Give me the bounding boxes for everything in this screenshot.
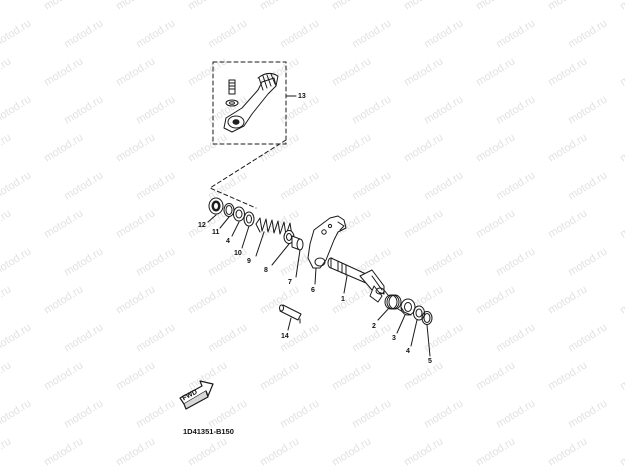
circlip-11 bbox=[223, 203, 235, 217]
callout-8: 8 bbox=[264, 267, 268, 274]
collar-10 bbox=[243, 211, 255, 227]
torsion-spring-2 bbox=[383, 289, 404, 313]
callout-7: 7 bbox=[288, 279, 292, 286]
oil-seal bbox=[208, 197, 224, 215]
assembly-dashed-leader bbox=[209, 139, 287, 209]
callout-9: 9 bbox=[247, 258, 251, 265]
drawing-code: 1D41351-B150 bbox=[183, 427, 234, 436]
callout-10: 10 bbox=[234, 250, 242, 257]
pin-14 bbox=[279, 304, 302, 321]
collar-3 bbox=[400, 298, 416, 316]
callout-1: 1 bbox=[341, 296, 345, 303]
callout-12: 12 bbox=[198, 222, 206, 229]
callout-5: 5 bbox=[428, 358, 432, 365]
washer-4a bbox=[233, 206, 245, 222]
shift-shaft-1 bbox=[327, 257, 385, 303]
callout-14: 14 bbox=[281, 333, 289, 340]
callout-4a: 4 bbox=[226, 238, 230, 245]
callout-3: 3 bbox=[392, 335, 396, 342]
washer-4b bbox=[413, 305, 425, 321]
bushing-7 bbox=[291, 235, 304, 251]
fwd-direction-arrow bbox=[179, 380, 214, 410]
callout-2: 2 bbox=[372, 323, 376, 330]
shift-pedal bbox=[223, 72, 279, 133]
callout-4b: 4 bbox=[406, 348, 410, 355]
pedal-assembly-frame bbox=[212, 61, 287, 145]
circlip-5 bbox=[421, 311, 433, 325]
callout-6: 6 bbox=[311, 287, 315, 294]
callout-13: 13 bbox=[298, 93, 306, 100]
callout-11: 11 bbox=[212, 229, 220, 236]
shift-lever-6 bbox=[307, 215, 347, 269]
